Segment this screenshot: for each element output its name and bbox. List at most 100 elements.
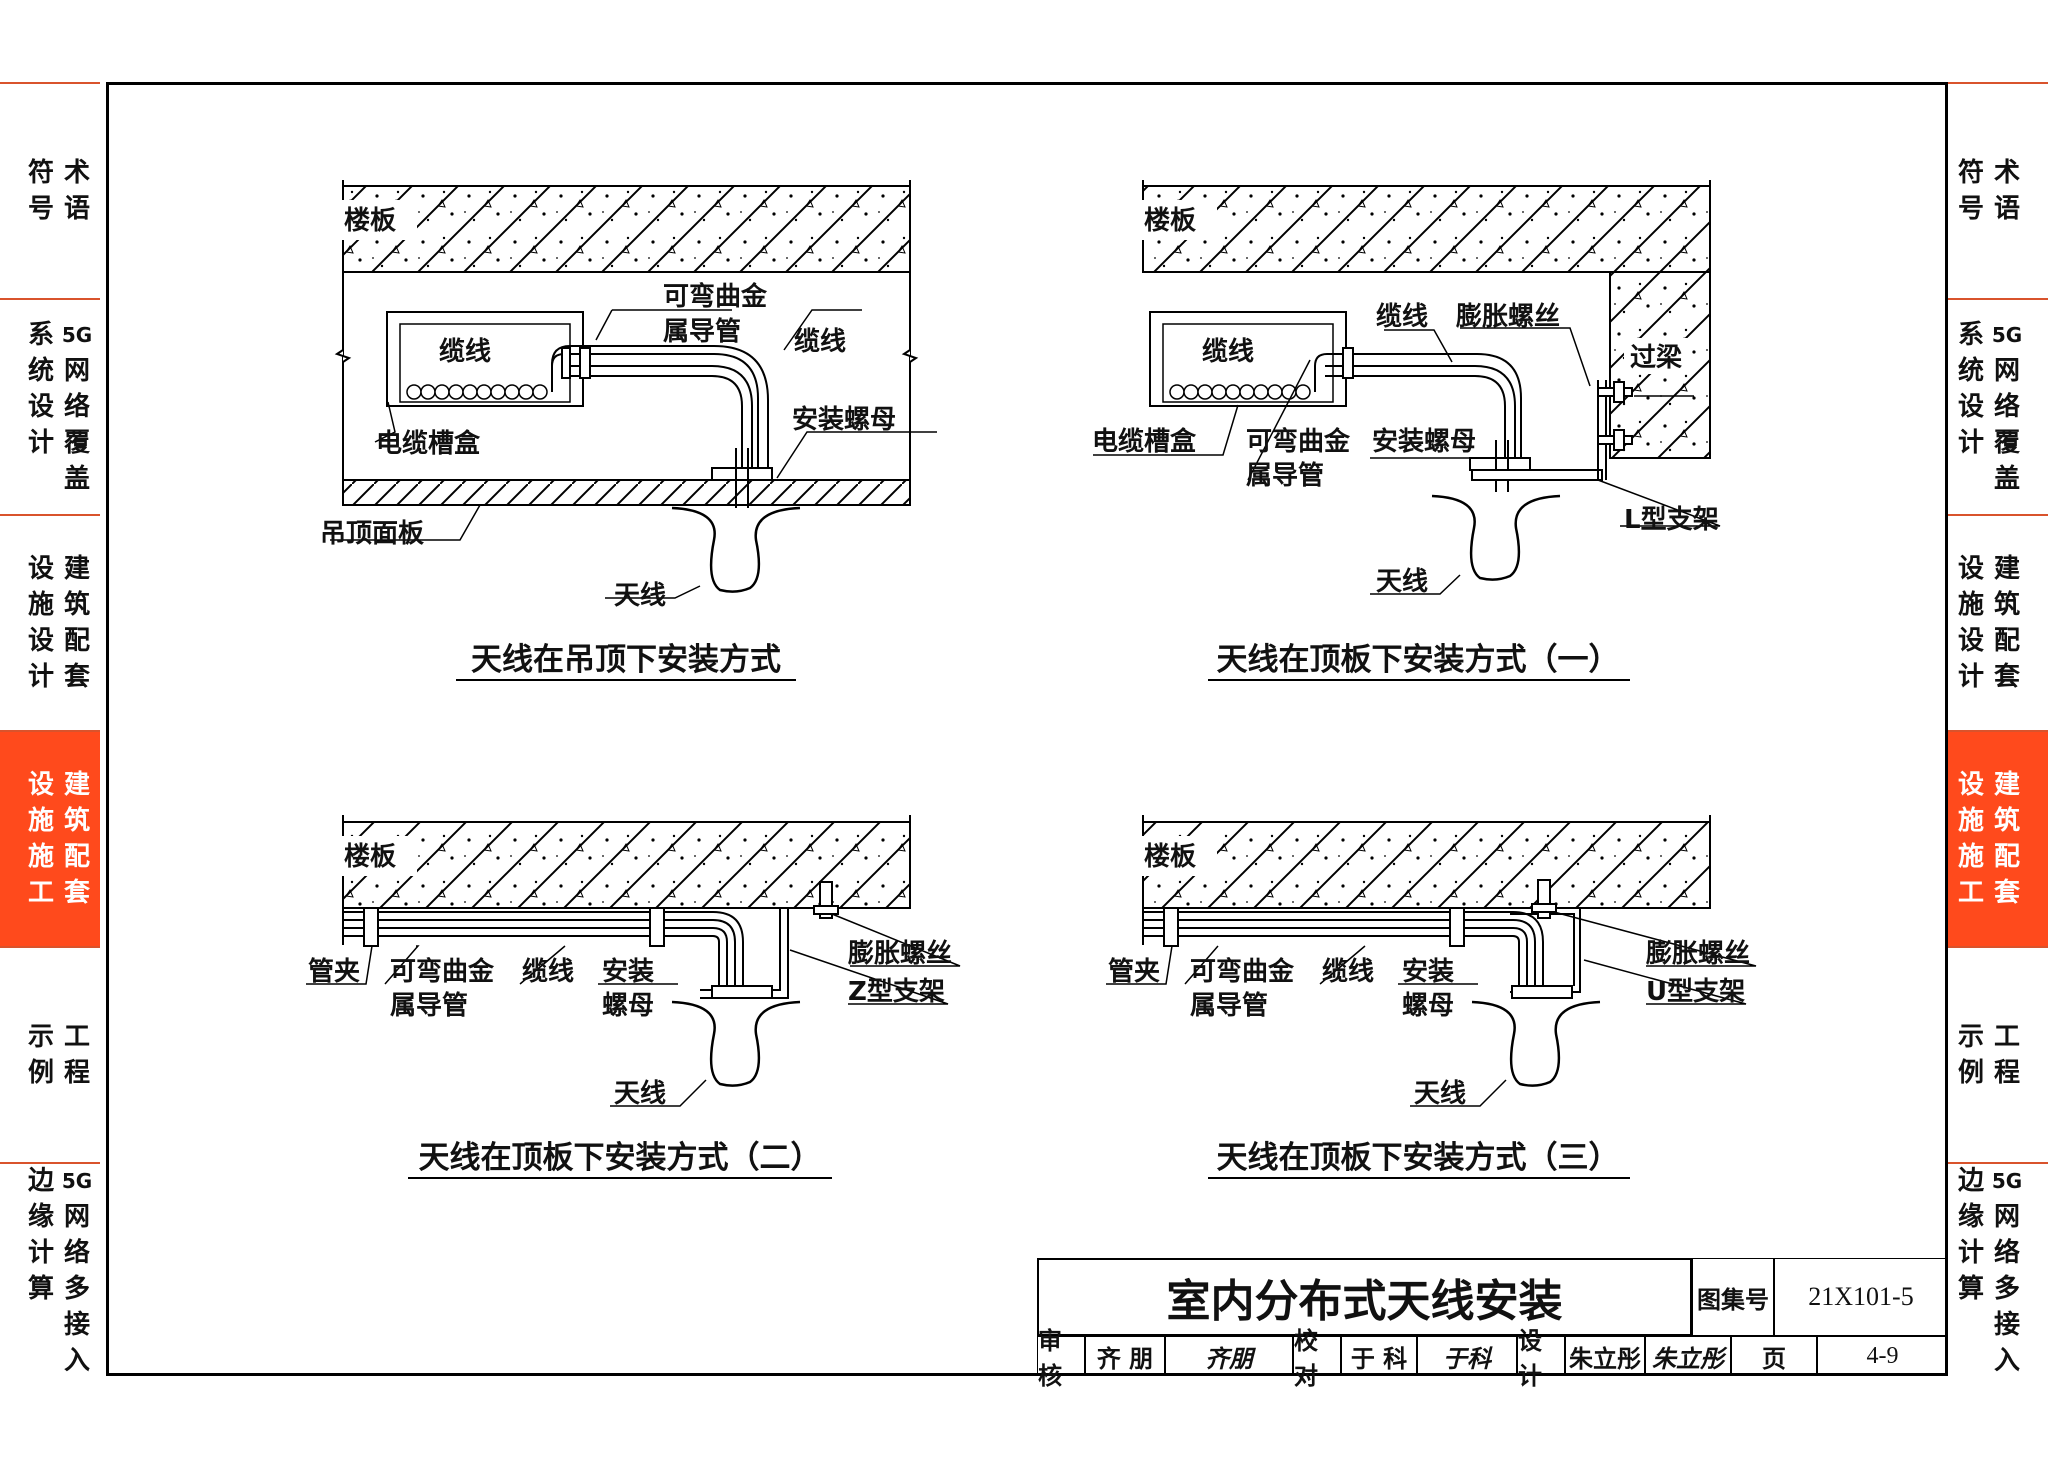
conduit xyxy=(551,345,769,478)
cable-label: 缆线 xyxy=(522,956,574,987)
checker-signature: 于科 xyxy=(1417,1336,1517,1376)
beam-label: 过梁 xyxy=(1630,343,1682,373)
side-tab-label: 工程示例 xyxy=(1956,1019,2022,1091)
bracket-label: L型支架 xyxy=(1624,505,1719,535)
side-tab-examples[interactable]: 工程示例 xyxy=(0,946,100,1162)
conduit-label-1: 可弯曲金 xyxy=(663,281,768,312)
clamp-label: 管夹 xyxy=(1108,957,1160,987)
nut-label-2: 螺母 xyxy=(1402,991,1454,1021)
diagram-caption: 天线在顶板下安装方式（一） xyxy=(1217,642,1620,678)
reviewer-name: 齐 朋 xyxy=(1085,1336,1165,1376)
tray-label: 电缆槽盒 xyxy=(1092,426,1197,457)
side-tab-label-column: 设施施工 xyxy=(27,770,54,908)
side-tab-label-column: 建筑配套 xyxy=(1993,770,2020,908)
diagram-suspended-ceiling: 楼板 缆线 xyxy=(320,180,937,681)
side-tab-label: 建筑配套设施施工 xyxy=(1956,767,2022,911)
diagram-slab-method-2: 楼板 xyxy=(306,815,961,1179)
designer-name: 朱立彤 xyxy=(1565,1336,1645,1376)
bolt-label: 膨胀螺丝 xyxy=(1646,939,1750,969)
expansion-bolt xyxy=(1597,381,1633,451)
conduit-label-2: 属导管 xyxy=(1246,461,1324,491)
diagram-caption: 天线在顶板下安装方式（三） xyxy=(1217,1140,1620,1176)
slab-label: 楼板 xyxy=(1144,206,1196,236)
check-label: 校对 xyxy=(1293,1327,1341,1390)
bolt-label: 膨胀螺丝 xyxy=(1456,302,1560,332)
slab-label: 楼板 xyxy=(344,206,396,236)
side-tab-label-column: 系统设计 xyxy=(1957,320,1984,458)
diagram-caption: 天线在吊顶下安装方式 xyxy=(471,642,781,678)
tray-label: 电缆槽盒 xyxy=(376,428,481,459)
mounting-nut xyxy=(711,467,773,481)
mounting-nut xyxy=(1469,457,1531,471)
diagram-slab-method-3: 楼板 xyxy=(1106,815,1757,1179)
page-number: 4-9 xyxy=(1817,1336,1948,1376)
cable-label: 缆线 xyxy=(794,326,846,357)
designer-signature: 朱立彤 xyxy=(1645,1336,1731,1376)
sheet-title: 室内分布式天线安装 xyxy=(1037,1258,1692,1336)
expansion-bolt xyxy=(813,881,839,919)
side-tab-terms[interactable]: 术语符号 xyxy=(0,82,100,298)
slab-label: 楼板 xyxy=(1144,842,1196,872)
nut-label: 安装螺母 xyxy=(792,405,896,435)
side-tab-label-column: 符号 xyxy=(27,158,54,224)
page-label: 页 xyxy=(1731,1336,1817,1376)
nut-label: 安装螺母 xyxy=(1372,427,1476,457)
pipe-clamp xyxy=(1163,907,1465,947)
side-tab-label-column: 边缘计算 xyxy=(27,1166,54,1304)
side-tab-label: 术语符号 xyxy=(26,155,92,227)
side-tab-label-column: 工程 xyxy=(63,1022,90,1088)
side-tab-building-design[interactable]: 建筑配套设施设计 xyxy=(1948,514,2048,730)
mounting-nut xyxy=(711,985,773,999)
antenna xyxy=(671,506,801,593)
antenna-label: 天线 xyxy=(1376,567,1428,597)
side-tab-label-column: 设施设计 xyxy=(27,554,54,692)
reviewer-signature: 齐朋 xyxy=(1165,1336,1293,1376)
atlas-label: 图集号 xyxy=(1692,1258,1774,1336)
antenna xyxy=(1431,494,1561,581)
nut-label-2: 螺母 xyxy=(602,991,654,1021)
conduit-label-2: 属导管 xyxy=(1190,991,1268,1021)
cable-label: 缆线 xyxy=(1376,301,1428,332)
bracket-label: Z型支架 xyxy=(848,977,945,1007)
side-tab-label-column: 边缘计算 xyxy=(1957,1166,1984,1304)
cable-tray xyxy=(386,311,584,407)
design-label: 设计 xyxy=(1517,1327,1565,1390)
side-tab-building-design[interactable]: 建筑配套设施设计 xyxy=(0,514,100,730)
diagram-slab-method-1: 楼板 过梁 缆线 xyxy=(1092,180,1721,681)
cable-tray xyxy=(1149,311,1347,407)
side-tab-building-construction[interactable]: 建筑配套设施施工 xyxy=(0,730,100,946)
expansion-bolt xyxy=(1531,879,1557,919)
review-label: 审核 xyxy=(1037,1327,1085,1390)
side-tab-building-construction[interactable]: 建筑配套设施施工 xyxy=(1948,730,2048,946)
floor-slab xyxy=(342,821,911,909)
floor-slab xyxy=(1142,821,1711,909)
ceiling-panel xyxy=(342,479,911,506)
conduit-label-1: 可弯曲金 xyxy=(1246,426,1351,457)
antenna-label: 天线 xyxy=(614,1079,666,1109)
floor-slab xyxy=(1142,185,1711,273)
side-tab-label: 建筑配套设施设计 xyxy=(1956,551,2022,695)
conduit-label-1: 可弯曲金 xyxy=(1190,956,1295,987)
side-tab-terms[interactable]: 术语符号 xyxy=(1948,82,2048,298)
conduit-label-1: 可弯曲金 xyxy=(390,956,495,987)
side-tab-label-column: 示例 xyxy=(1957,1022,1984,1088)
antenna-label: 天线 xyxy=(614,581,666,611)
side-tab-label-column: 系统设计 xyxy=(27,320,54,458)
side-tab-examples[interactable]: 工程示例 xyxy=(1948,946,2048,1162)
side-tab-label-column: 符号 xyxy=(1957,158,1984,224)
antenna xyxy=(1471,1000,1601,1087)
side-tab-label-column: 建筑配套 xyxy=(1993,554,2020,692)
side-tab-label-column: 示例 xyxy=(27,1022,54,1088)
side-tab-label-column: 工程 xyxy=(1993,1022,2020,1088)
